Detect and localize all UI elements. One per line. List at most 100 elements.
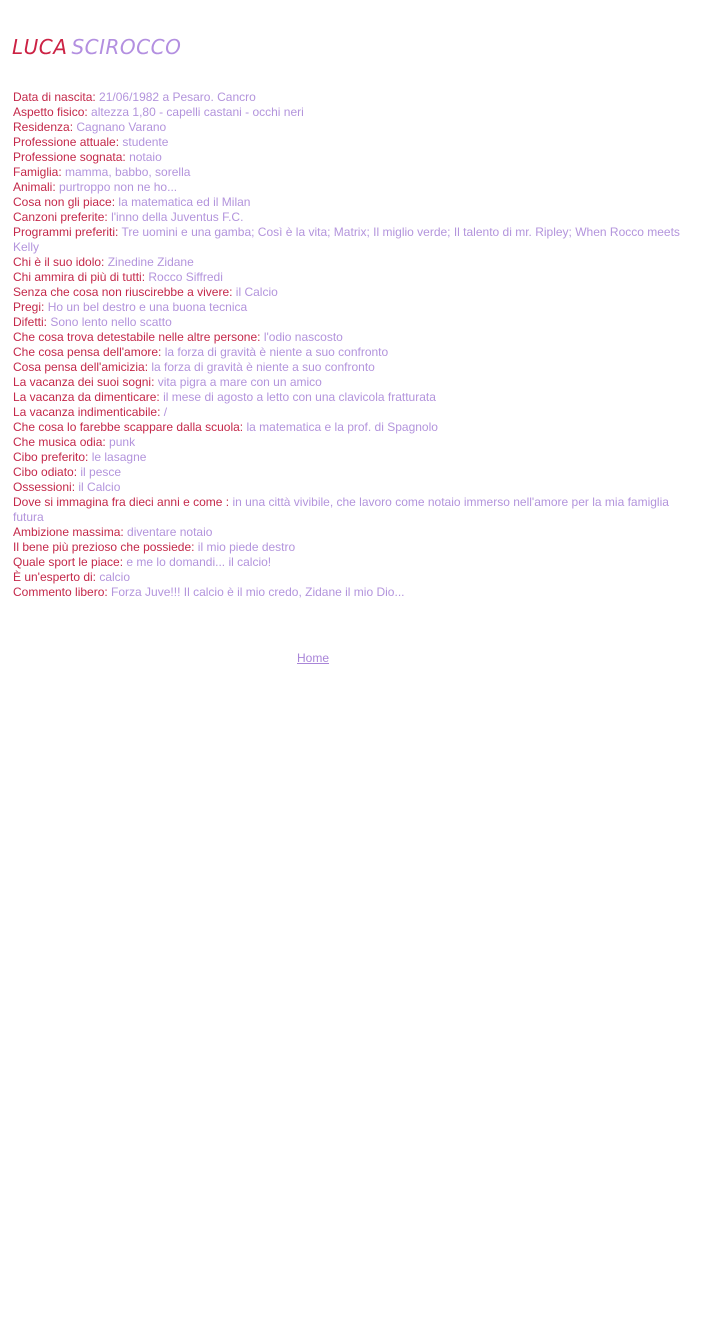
profile-label: Che cosa trova detestabile nelle altre p… <box>13 330 264 344</box>
profile-value: punk <box>109 435 136 449</box>
profile-label: Professione sognata: <box>13 150 130 164</box>
profile-row: Data di nascita: 21/06/1982 a Pesaro. Ca… <box>13 90 681 105</box>
profile-row: Che musica odia: punk <box>13 435 681 450</box>
profile-value: il pesce <box>80 465 122 479</box>
profile-row: Professione sognata: notaio <box>13 150 681 165</box>
profile-label: Programmi preferiti: <box>13 225 122 239</box>
profile-label: Commento libero: <box>13 585 112 599</box>
title-last-name: SCIROCCO <box>71 35 182 59</box>
profile-row: È un'esperto di: calcio <box>13 570 681 585</box>
profile-label: È un'esperto di: <box>13 570 100 584</box>
profile-row: Il bene più prezioso che possiede: il mi… <box>13 540 681 555</box>
profile-value: la forza di gravità è niente a suo confr… <box>151 360 375 374</box>
profile-value: il mese di agosto a letto con una clavic… <box>163 390 436 404</box>
profile-label: Quale sport le piace: <box>13 555 127 569</box>
profile-row: Pregi: Ho un bel destro e una buona tecn… <box>13 300 681 315</box>
profile-value: purtroppo non ne ho... <box>59 180 178 194</box>
title-first-name: LUCA <box>12 35 68 59</box>
profile-value: le lasagne <box>91 450 147 464</box>
profile-label: Animali: <box>13 180 60 194</box>
profile-label: Senza che cosa non riuscirebbe a vivere: <box>13 285 236 299</box>
profile-value: vita pigra a mare con un amico <box>157 375 322 389</box>
profile-row: La vacanza dei suoi sogni: vita pigra a … <box>13 375 681 390</box>
profile-label: Che musica odia: <box>13 435 110 449</box>
profile-row: Chi è il suo idolo: Zinedine Zidane <box>13 255 681 270</box>
profile-value: in una città vivibile, che lavoro come n… <box>13 495 669 524</box>
profile-label: Il bene più prezioso che possiede: <box>13 540 198 554</box>
profile-value: la matematica e la prof. di Spagnolo <box>246 420 438 434</box>
profile-row: Che cosa lo farebbe scappare dalla scuol… <box>13 420 681 435</box>
profile-row: Aspetto fisico: altezza 1,80 - capelli c… <box>13 105 681 120</box>
profile-row: La vacanza da dimenticare: il mese di ag… <box>13 390 681 405</box>
profile-row: Che cosa pensa dell'amore: la forza di g… <box>13 345 681 360</box>
profile-label: Canzoni preferite: <box>13 210 112 224</box>
profile-label: Cosa pensa dell'amicizia: <box>13 360 152 374</box>
profile-row: Che cosa trova detestabile nelle altre p… <box>13 330 681 345</box>
profile-row: Cosa non gli piace: la matematica ed il … <box>13 195 681 210</box>
profile-label: Residenza: <box>13 120 77 134</box>
profile-row: Residenza: Cagnano Varano <box>13 120 681 135</box>
profile-value: il Calcio <box>78 480 121 494</box>
profile-value: Tre uomini e una gamba; Così è la vita; … <box>13 225 680 254</box>
profile-row: Chi ammira di più di tutti: Rocco Siffre… <box>13 270 681 285</box>
profile-value: Ho un bel destro e una buona tecnica <box>47 300 248 314</box>
profile-label: Cosa non gli piace: <box>13 195 119 209</box>
profile-label: Pregi: <box>13 300 48 314</box>
profile-label: Chi ammira di più di tutti: <box>13 270 149 284</box>
profile-label: Dove si immagina fra dieci anni e come : <box>13 495 233 509</box>
profile-label: La vacanza da dimenticare: <box>13 390 164 404</box>
profile-row: Quale sport le piace: e me lo domandi...… <box>13 555 681 570</box>
profile-label: Ossessioni: <box>13 480 79 494</box>
profile-label: La vacanza indimenticabile: <box>13 405 164 419</box>
profile-value: la forza di gravità è niente a suo confr… <box>164 345 389 359</box>
profile-row: Commento libero: Forza Juve!!! Il calcio… <box>13 585 681 600</box>
profile-value: il Calcio <box>235 285 278 299</box>
profile-label: La vacanza dei suoi sogni: <box>13 375 158 389</box>
profile-row: Cibo odiato: il pesce <box>13 465 681 480</box>
profile-label: Chi è il suo idolo: <box>13 255 108 269</box>
profile-value: Rocco Siffredi <box>148 270 223 284</box>
profile-value: il mio piede destro <box>197 540 296 554</box>
profile-label: Data di nascita: <box>13 90 100 104</box>
profile-label: Difetti: <box>13 315 51 329</box>
profile-row: La vacanza indimenticabile: / <box>13 405 681 420</box>
profile-label: Famiglia: <box>13 165 66 179</box>
profile-row: Professione attuale: studente <box>13 135 681 150</box>
profile-value: altezza 1,80 - capelli castani - occhi n… <box>91 105 304 119</box>
profile-row: Cosa pensa dell'amicizia: la forza di gr… <box>13 360 681 375</box>
profile-list: Data di nascita: 21/06/1982 a Pesaro. Ca… <box>13 90 681 600</box>
profile-label: Che cosa pensa dell'amore: <box>13 345 165 359</box>
profile-value: studente <box>122 135 169 149</box>
profile-row: Canzoni preferite: l'inno della Juventus… <box>13 210 681 225</box>
profile-label: Ambizione massima: <box>13 525 128 539</box>
profile-label: Aspetto fisico: <box>13 105 92 119</box>
profile-value: diventare notaio <box>127 525 213 539</box>
profile-row: Animali: purtroppo non ne ho... <box>13 180 681 195</box>
profile-value: Forza Juve!!! Il calcio è il mio credo, … <box>111 585 405 599</box>
profile-row: Ossessioni: il Calcio <box>13 480 681 495</box>
profile-label: Che cosa lo farebbe scappare dalla scuol… <box>13 420 247 434</box>
profile-row: Cibo preferito: le lasagne <box>13 450 681 465</box>
profile-row: Ambizione massima: diventare notaio <box>13 525 681 540</box>
profile-value: 21/06/1982 a Pesaro. Cancro <box>99 90 256 104</box>
profile-row: Difetti: Sono lento nello scatto <box>13 315 681 330</box>
profile-row: Programmi preferiti: Tre uomini e una ga… <box>13 225 681 255</box>
profile-value: Zinedine Zidane <box>107 255 194 269</box>
profile-value: calcio <box>99 570 131 584</box>
profile-row: Famiglia: mamma, babbo, sorella <box>13 165 681 180</box>
profile-value: l'odio nascosto <box>263 330 343 344</box>
profile-row: Senza che cosa non riuscirebbe a vivere:… <box>13 285 681 300</box>
profile-value: la matematica ed il Milan <box>118 195 251 209</box>
profile-value: l'inno della Juventus F.C. <box>111 210 244 224</box>
profile-label: Professione attuale: <box>13 135 123 149</box>
profile-label: Cibo preferito: <box>13 450 92 464</box>
profile-label: Cibo odiato: <box>13 465 81 479</box>
profile-value: mamma, babbo, sorella <box>65 165 191 179</box>
profile-value: / <box>163 405 168 419</box>
home-link[interactable]: Home <box>297 651 330 665</box>
profile-value: Sono lento nello scatto <box>50 315 172 329</box>
profile-value: e me lo domandi... il calcio! <box>126 555 272 569</box>
profile-row: Dove si immagina fra dieci anni e come :… <box>13 495 681 525</box>
profile-value: notaio <box>129 150 162 164</box>
